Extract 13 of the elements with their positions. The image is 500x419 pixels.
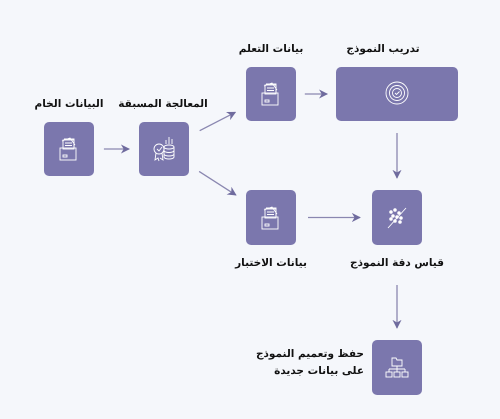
arrow xyxy=(308,212,361,222)
step-label: المعالجة المسبقة xyxy=(117,97,209,112)
arrow xyxy=(198,170,237,196)
arrow xyxy=(392,285,402,329)
step-label: تدريب النموذج xyxy=(345,42,421,57)
arrow xyxy=(104,144,130,154)
step-label: بيانات التعلم xyxy=(238,42,304,57)
arrow xyxy=(304,89,328,99)
step-label: بيانات الاختبار xyxy=(234,256,308,271)
step-label: حفظ وتعميم النموذج على بيانات جديدة xyxy=(254,347,364,379)
arrow xyxy=(199,112,236,132)
arrow xyxy=(392,133,402,179)
step-label: قياس دقة النموذج xyxy=(349,256,445,271)
